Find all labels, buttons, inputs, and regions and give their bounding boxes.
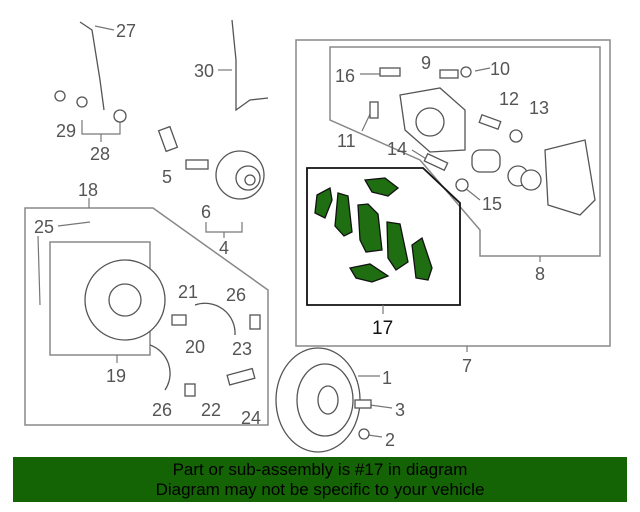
callout-25[interactable]: 25: [34, 217, 54, 237]
callout-22[interactable]: 22: [201, 400, 221, 420]
callout-19[interactable]: 19: [106, 366, 126, 386]
callout-10[interactable]: 10: [490, 59, 510, 79]
backing-plate-and-shoes: [84, 259, 261, 397]
callout-13[interactable]: 13: [529, 98, 549, 118]
callout-28[interactable]: 28: [90, 144, 110, 164]
callout-7[interactable]: 7: [462, 356, 472, 376]
callout-12[interactable]: 12: [499, 89, 519, 109]
brake-pad-kit-box-17[interactable]: [306, 167, 461, 306]
caliper-assembly-box-7: [295, 39, 611, 347]
callout-20[interactable]: 20: [185, 337, 205, 357]
callout-18[interactable]: 18: [78, 180, 98, 200]
callout-29[interactable]: 29: [56, 121, 76, 141]
callout-8[interactable]: 8: [535, 264, 545, 284]
callout-15[interactable]: 15: [482, 194, 502, 214]
callout-6[interactable]: 6: [201, 202, 211, 222]
brake-pad-kit-17[interactable]: [314, 177, 433, 283]
callout-17[interactable]: 17: [372, 318, 393, 339]
callout-30[interactable]: 30: [194, 61, 214, 81]
callout-16[interactable]: 16: [335, 66, 355, 86]
callout-3[interactable]: 3: [395, 400, 405, 420]
callout-23[interactable]: 23: [232, 339, 252, 359]
callout-26[interactable]: 26: [226, 285, 246, 305]
callout-26b[interactable]: 26: [152, 400, 172, 420]
callout-5[interactable]: 5: [162, 167, 172, 187]
brake-rotor: [275, 347, 372, 453]
banner-line-1: Part or sub-assembly is #17 in diagram: [172, 460, 468, 479]
callout-labels: 27 30 16 9 10 12 13 11 14 15 29 28 5 6 4…: [34, 21, 549, 450]
backing-plate-box-18: [24, 207, 269, 426]
diagram-notice-banner: Part or sub-assembly is #17 in diagram D…: [13, 457, 627, 502]
brake-hose-and-sensor: [54, 19, 269, 123]
parking-brake-box-19: [49, 241, 151, 356]
callout-1[interactable]: 1: [382, 368, 392, 388]
leader-lines: [37, 25, 541, 438]
banner-line-2: Diagram may not be specific to your vehi…: [155, 480, 485, 499]
callout-11[interactable]: 11: [337, 131, 356, 151]
callout-24[interactable]: 24: [241, 408, 261, 428]
callout-14[interactable]: 14: [387, 139, 407, 159]
callout-4[interactable]: 4: [219, 238, 229, 258]
caliper-box-8: [329, 46, 601, 257]
hub-and-bearing: [157, 125, 265, 200]
callout-2[interactable]: 2: [385, 430, 395, 450]
callout-9[interactable]: 9: [421, 53, 431, 73]
callout-27[interactable]: 27: [116, 21, 136, 41]
callout-21[interactable]: 21: [178, 282, 198, 302]
caliper-parts: [369, 66, 596, 216]
